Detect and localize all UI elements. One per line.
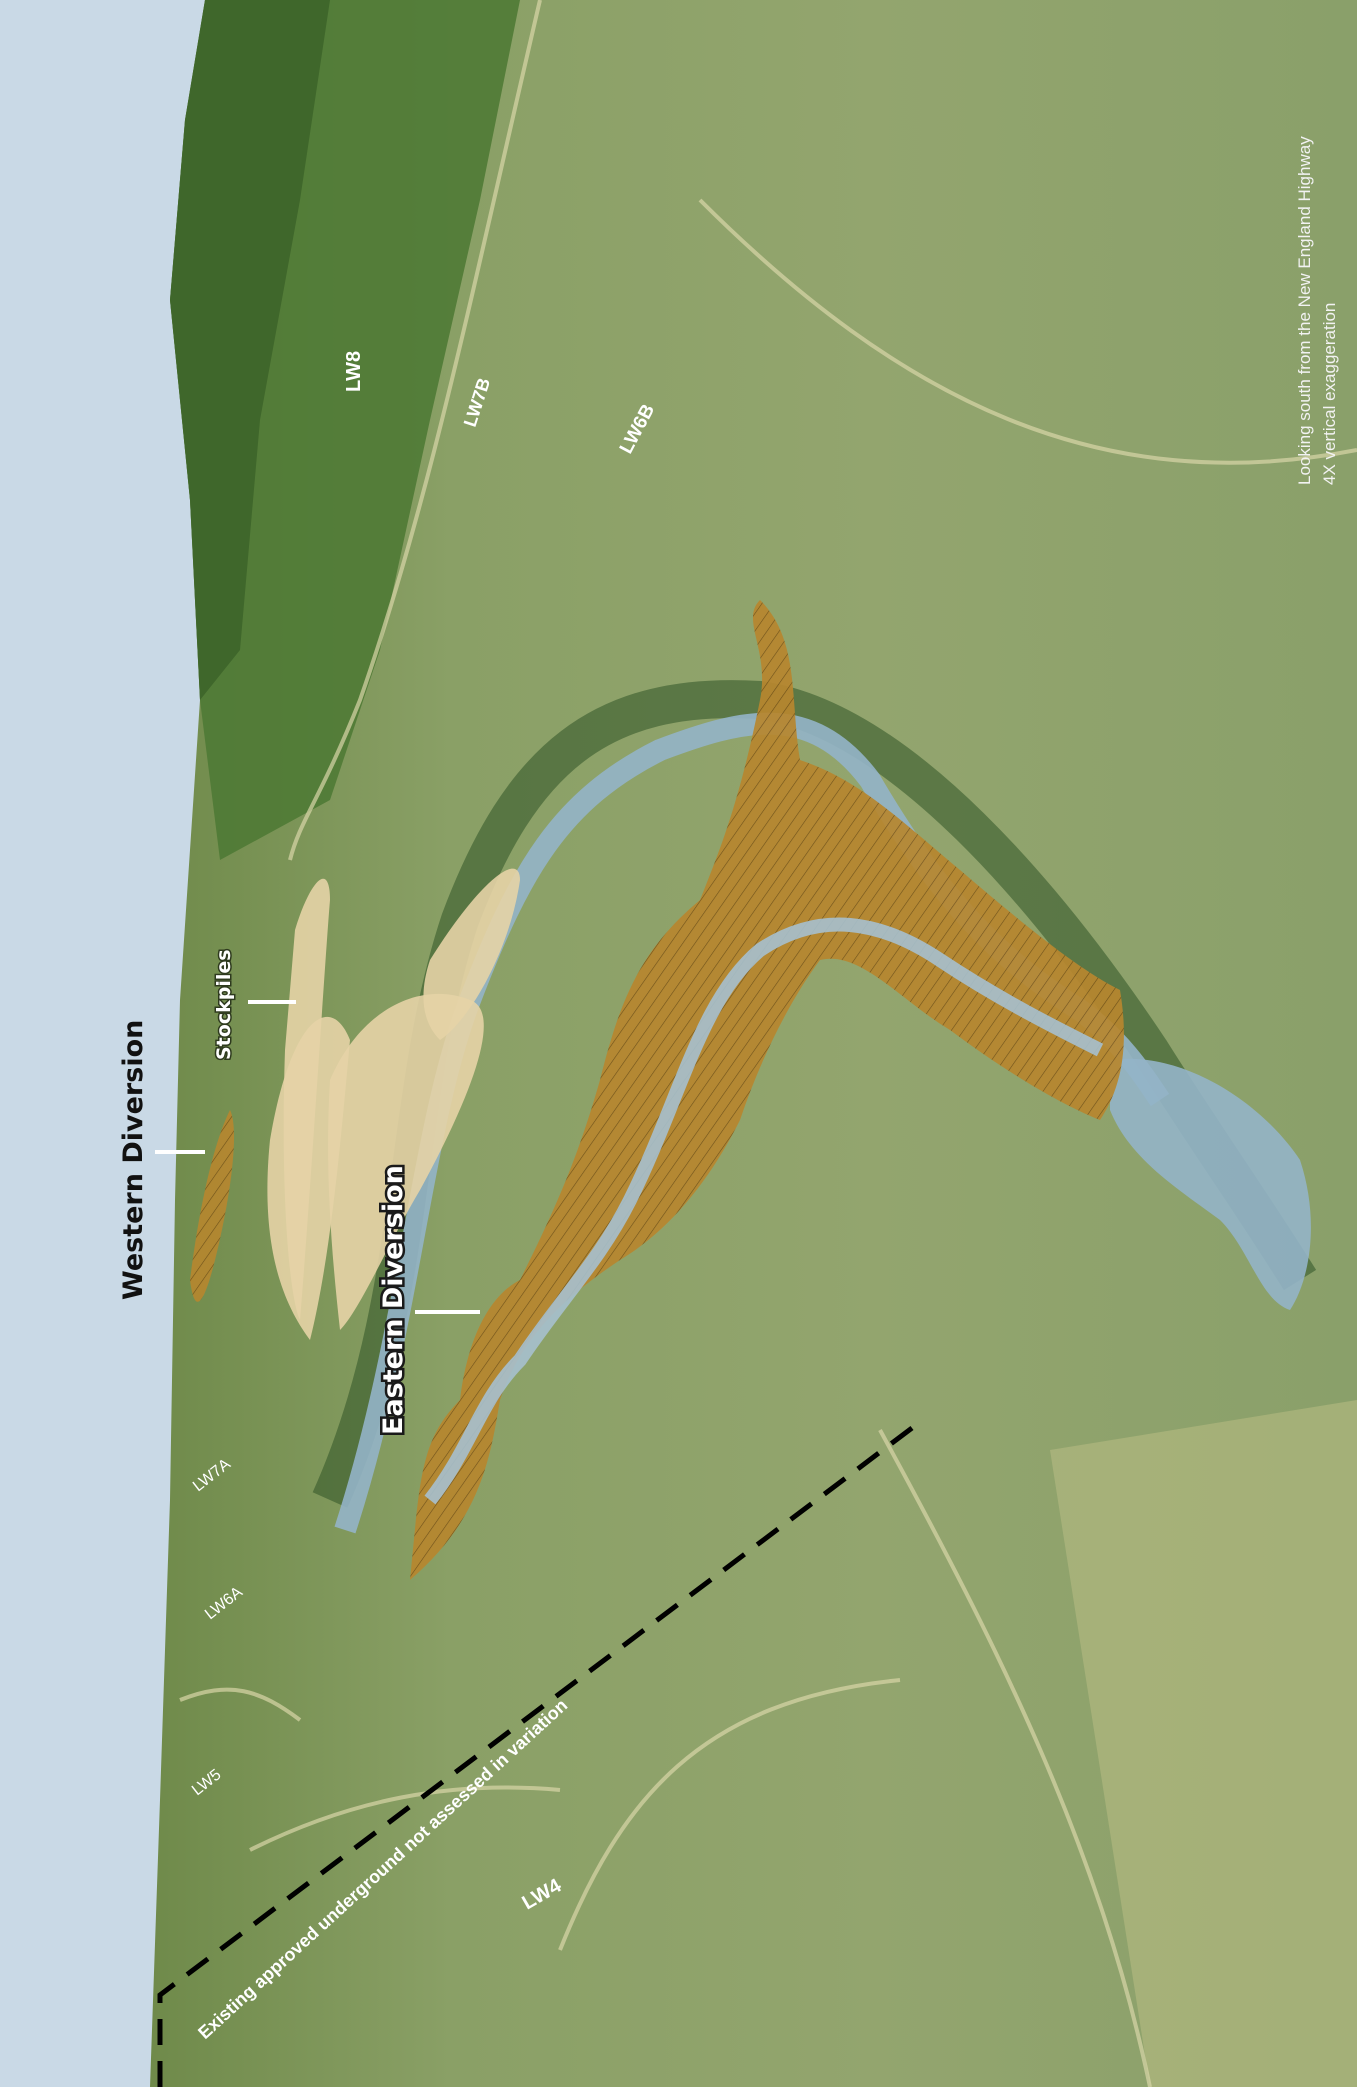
stockpiles-label: Stockpiles — [213, 949, 235, 1060]
lw8-label: LW8 — [343, 351, 365, 392]
eastern-diversion-channel — [424, 917, 1104, 1505]
light-pasture — [1050, 1400, 1357, 2087]
eastern-diversion-area — [410, 600, 1124, 1580]
existing-approved-boundary-line — [157, 1426, 914, 2087]
vertical-exaggeration-note: 4X vertical exaggeration — [1320, 303, 1339, 485]
western-diversion-label: Western Diversion — [118, 1020, 149, 1300]
ridge-shade — [170, 0, 330, 700]
western-diversion-area — [190, 1110, 235, 1302]
stockpile-4 — [423, 868, 520, 1040]
farm-tracks — [179, 0, 1357, 2087]
eastern-diversion-label: Eastern Diversion — [378, 1165, 409, 1435]
river-pool — [1110, 1058, 1311, 1310]
view-direction-note: Looking south from the New England Highw… — [1295, 136, 1314, 485]
stockpile-3 — [328, 993, 484, 1330]
